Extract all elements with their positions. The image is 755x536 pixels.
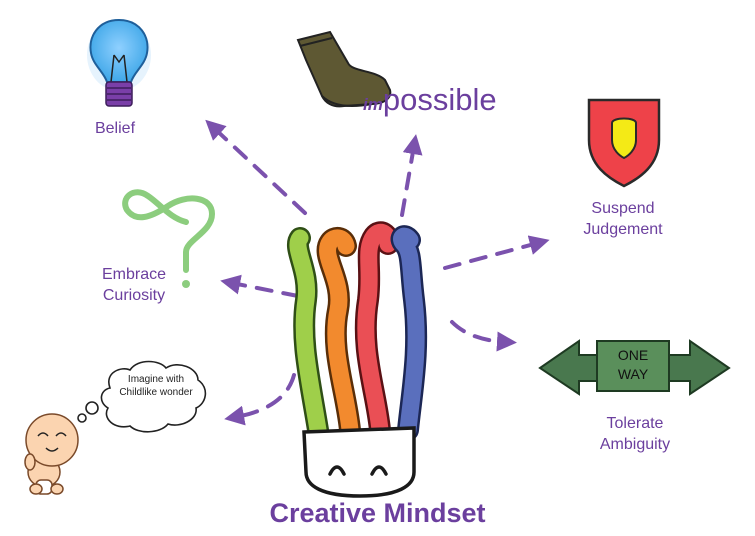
belief-label: Belief	[94, 120, 136, 137]
suspend-line-2: Judgement	[583, 221, 663, 238]
bubble-line-2: Childlike wonder	[119, 387, 193, 398]
head-icon	[302, 426, 416, 498]
suspend-line-1: Suspend	[591, 200, 655, 217]
arrow-to-impossible	[400, 134, 423, 217]
double-arrow-sign-icon	[538, 339, 731, 396]
stream-orange	[316, 226, 361, 441]
arrow-to-curiosity	[220, 274, 300, 298]
question-mark-icon	[122, 189, 216, 288]
thought-bubble-icon	[77, 360, 207, 433]
embrace-curiosity-label: Embrace Curiosity	[84, 264, 184, 306]
arrow-to-childlike-wonder	[224, 373, 296, 426]
sign-line-2: WAY	[617, 366, 649, 382]
sign-line-1: ONE	[617, 347, 649, 363]
stream-blue	[390, 225, 428, 441]
impossible-rest: possible	[382, 82, 497, 117]
stream-red	[354, 221, 400, 441]
boot-icon	[296, 30, 392, 108]
one-way-sign-text: ONE WAY	[599, 346, 667, 384]
curiosity-line-1: Embrace	[101, 266, 167, 283]
childlike-wonder-text: Imagine with Childlike wonder	[108, 373, 204, 399]
curiosity-line-2: Curiosity	[102, 287, 166, 304]
shield-icon	[587, 98, 661, 188]
arrow-to-belief	[205, 119, 307, 215]
baby-icon	[24, 413, 79, 495]
stream-green	[287, 227, 329, 441]
tolerate-ambiguity-label: Tolerate Ambiguity	[580, 413, 690, 455]
impossible-prefix: im	[363, 95, 383, 114]
ambiguity-line-2: Ambiguity	[599, 436, 671, 453]
creative-streams	[287, 221, 428, 441]
diagram-title: Creative Mindset	[269, 498, 486, 528]
bubble-line-1: Imagine with	[127, 374, 185, 385]
ambiguity-line-1: Tolerate	[606, 415, 664, 432]
arrow-to-ambiguity	[450, 320, 517, 352]
connector-arrows	[205, 119, 550, 426]
impossible-label: impossible	[363, 82, 497, 118]
suspend-judgement-label: Suspend Judgement	[568, 198, 678, 240]
lightbulb-icon	[87, 18, 151, 107]
arrow-to-suspend-judgement	[443, 235, 550, 270]
